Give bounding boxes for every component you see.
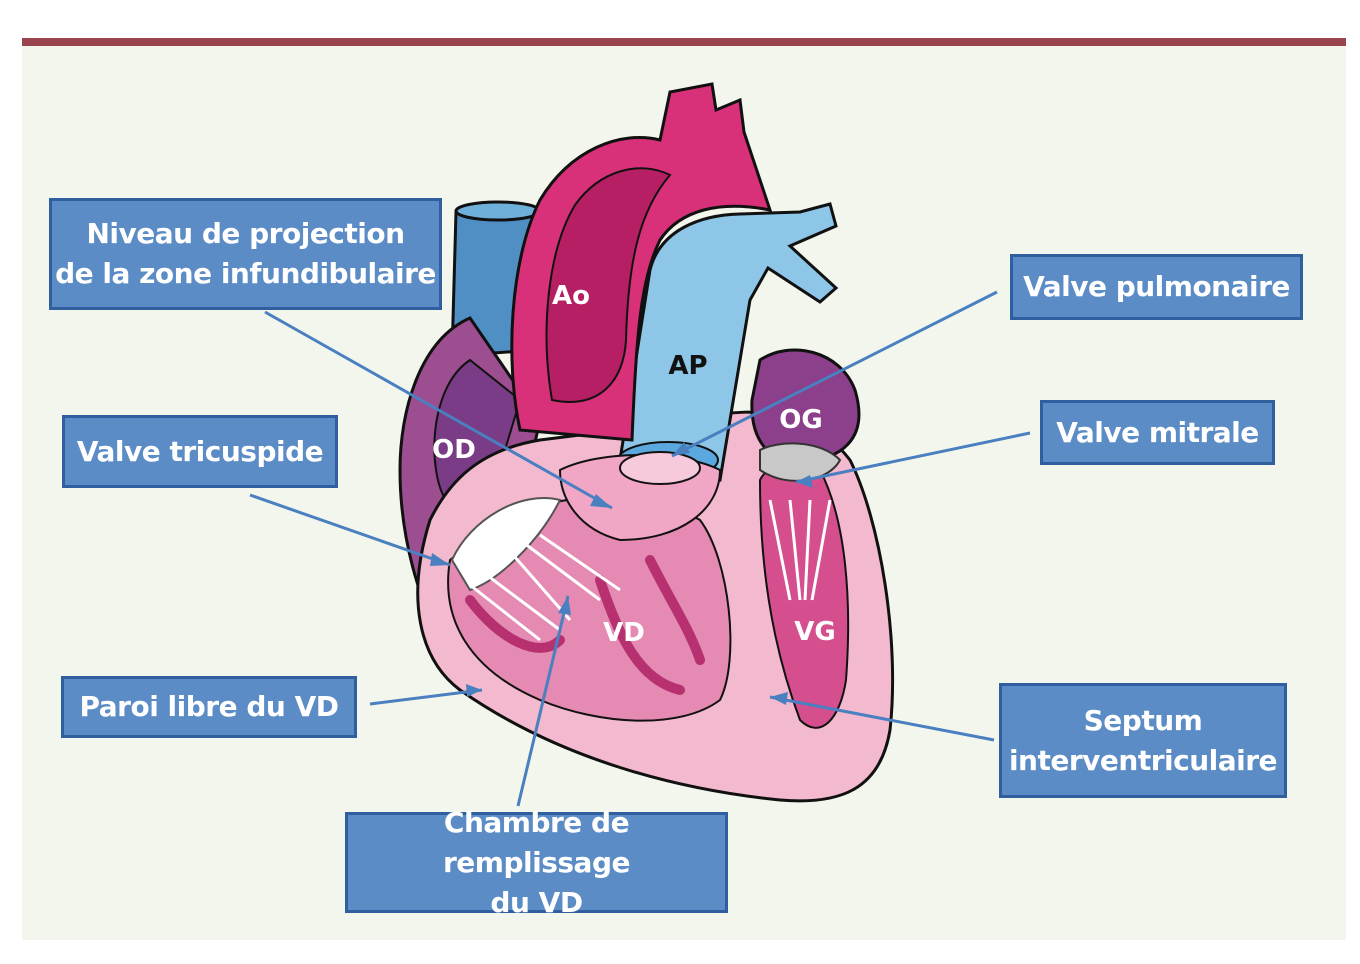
callout-septum: Septum interventriculaire xyxy=(999,683,1287,798)
aorta-arch-inner xyxy=(545,167,672,403)
pointer-mitral-valve xyxy=(795,431,1031,484)
callout-pulmonary-valve: Valve pulmonaire xyxy=(1010,254,1303,320)
arrowhead-free-wall xyxy=(466,684,482,697)
pointer-septum xyxy=(769,695,995,742)
arrowhead-tricuspid xyxy=(430,553,450,566)
callout-mitral-valve: Valve mitrale xyxy=(1040,400,1275,465)
label-ao: Ao xyxy=(552,281,590,311)
arrowhead-pulmonary-valve xyxy=(672,442,690,456)
label-og: OG xyxy=(779,405,823,435)
callout-filling-line-1: Chambre de remplissage xyxy=(443,805,630,879)
top-frame-bar xyxy=(22,38,1346,46)
chordae-tendineae xyxy=(469,499,832,642)
callout-tricuspid-valve: Valve tricuspide xyxy=(62,415,338,488)
callout-septum-line-1: Septum xyxy=(1083,703,1203,737)
pulmonary-valve-cusps xyxy=(619,451,701,485)
pointer-filling-chamber xyxy=(516,595,570,807)
pointer-infundibular xyxy=(264,310,613,510)
callout-mitral-text: Valve mitrale xyxy=(1056,415,1259,449)
pointer-free-wall xyxy=(369,688,483,706)
mitral-valve xyxy=(759,442,842,482)
callout-infundibular-zone: Niveau de projection de la zone infundib… xyxy=(49,198,442,310)
arrowhead-septum xyxy=(770,692,788,705)
callout-tricuspid-text: Valve tricuspide xyxy=(76,434,324,468)
callout-pulmonary-text: Valve pulmonaire xyxy=(1023,270,1290,303)
callout-filling-chamber: Chambre de remplissage du VD xyxy=(345,806,728,919)
callout-septum-line-2: interventriculaire xyxy=(1008,743,1278,777)
vena-cava-top xyxy=(454,200,542,222)
pointer-tricuspid xyxy=(249,493,451,567)
arrowhead-filling-chamber xyxy=(558,596,571,615)
pointer-arrowheads xyxy=(430,442,813,705)
pulmonary-artery xyxy=(618,202,839,482)
arrowhead-mitral-valve xyxy=(796,475,813,488)
left-atrium xyxy=(750,348,861,464)
arrowhead-infundibular xyxy=(590,494,612,508)
label-vg: VG xyxy=(794,617,836,647)
pointer-pulmonary-valve xyxy=(671,290,998,458)
callout-free-wall: Paroi libre du VD xyxy=(61,676,357,738)
callout-infundibular-line-1: Niveau de projection xyxy=(86,217,405,250)
label-ap: AP xyxy=(668,351,708,381)
label-od: OD xyxy=(432,435,476,465)
callout-free-wall-text: Paroi libre du VD xyxy=(79,690,339,723)
right-ventricle-trabeculae xyxy=(465,555,705,695)
pointer-lines xyxy=(249,290,1031,807)
label-vd: VD xyxy=(603,618,645,648)
callout-infundibular-line-2: de la zone infundibulaire xyxy=(55,257,436,290)
callout-filling-line-2: du VD xyxy=(490,885,583,919)
